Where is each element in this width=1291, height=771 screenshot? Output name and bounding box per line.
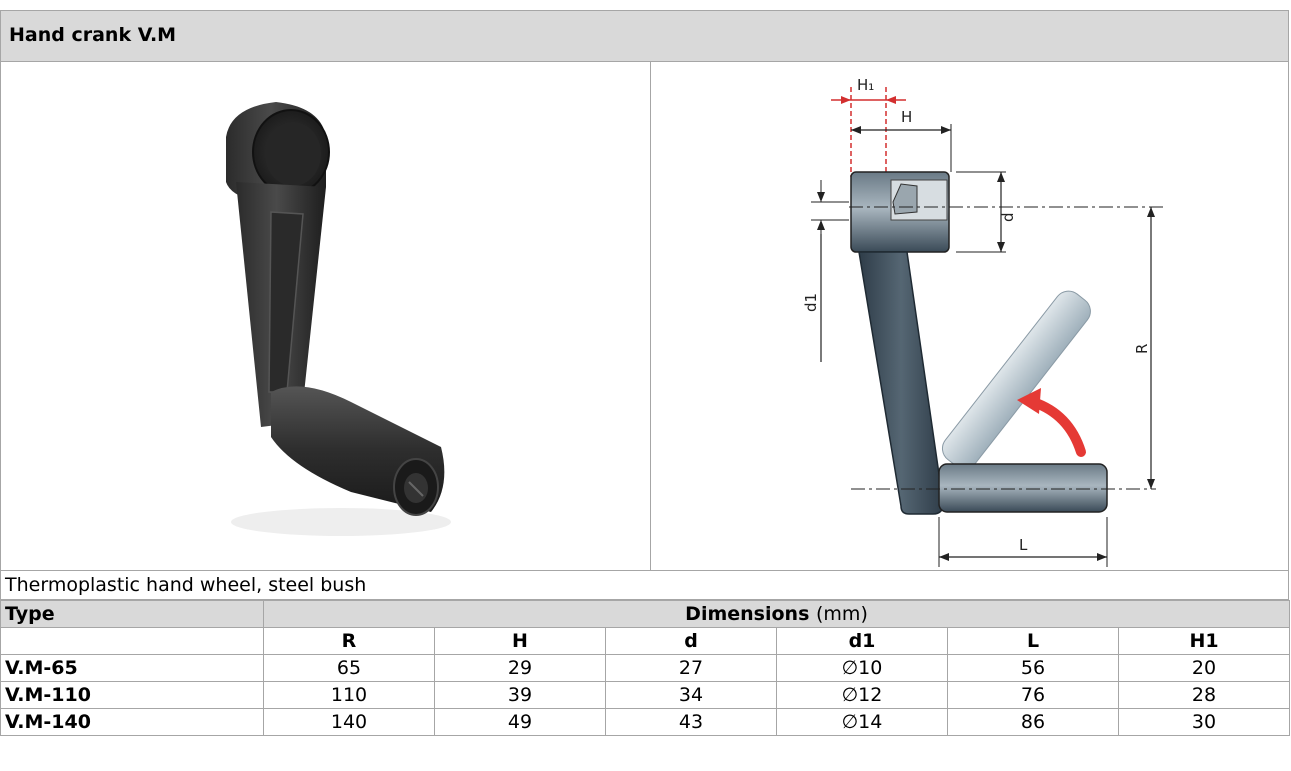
label-r: R (1133, 344, 1151, 354)
value-cell: 27 (605, 654, 777, 682)
value-cell: 56 (947, 654, 1119, 682)
value-cell: 43 (605, 708, 777, 736)
table-row: V.M-140 140 49 43 ∅14 86 30 (0, 708, 1291, 736)
type-cell: V.M-110 (0, 681, 264, 709)
product-photo (226, 102, 451, 536)
dimensions-header: Dimensions (mm) (262, 600, 1291, 628)
label-h: H (901, 108, 912, 126)
value-cell: ∅12 (776, 681, 948, 709)
table-header-row: Type Dimensions (mm) (0, 600, 1291, 628)
type-cell: V.M-140 (0, 708, 264, 736)
column-header-h1: H1 (1117, 627, 1291, 655)
title-bar: Hand crank V.M (0, 10, 1289, 62)
label-h1: H₁ (857, 76, 874, 94)
label-d1: d1 (802, 293, 820, 312)
empty-header-cell (0, 627, 264, 655)
value-cell: 34 (605, 681, 777, 709)
column-header-d: d (605, 627, 777, 655)
label-d: d (999, 212, 1017, 222)
column-header-r: R (263, 627, 435, 655)
value-cell: 20 (1117, 654, 1291, 682)
table-row: V.M-65 65 29 27 ∅10 56 20 (0, 654, 1291, 682)
product-sheet: Hand crank V.M (0, 10, 1291, 771)
column-header-h: H (434, 627, 606, 655)
column-header-l: L (947, 627, 1119, 655)
value-cell: 29 (434, 654, 606, 682)
value-cell: 28 (1117, 681, 1291, 709)
value-cell: ∅14 (776, 708, 948, 736)
product-description: Thermoplastic hand wheel, steel bush (5, 574, 367, 596)
picture-divider (650, 62, 651, 570)
value-cell: 39 (434, 681, 606, 709)
type-header: Type (0, 600, 264, 628)
value-cell: 76 (947, 681, 1119, 709)
value-cell: ∅10 (776, 654, 948, 682)
technical-drawing: H₁ H d d1 (802, 76, 1166, 567)
column-header-d1: d1 (776, 627, 948, 655)
value-cell: 86 (947, 708, 1119, 736)
description-row: Thermoplastic hand wheel, steel bush (0, 570, 1289, 600)
value-cell: 30 (1117, 708, 1291, 736)
picture-row: H₁ H d d1 (0, 62, 1289, 570)
dimensions-unit: (mm) (816, 603, 868, 625)
value-cell: 65 (263, 654, 435, 682)
dimensions-header-label: Dimensions (685, 603, 810, 625)
table-row: V.M-110 110 39 34 ∅12 76 28 (0, 681, 1291, 709)
value-cell: 140 (263, 708, 435, 736)
dimensions-table: Type Dimensions (mm) R H d d1 L H1 V.M-6… (0, 600, 1291, 736)
label-l: L (1019, 536, 1028, 554)
column-header-row: R H d d1 L H1 (0, 627, 1291, 655)
page-title: Hand crank V.M (9, 24, 177, 46)
value-cell: 49 (434, 708, 606, 736)
type-cell: V.M-65 (0, 654, 264, 682)
value-cell: 110 (263, 681, 435, 709)
